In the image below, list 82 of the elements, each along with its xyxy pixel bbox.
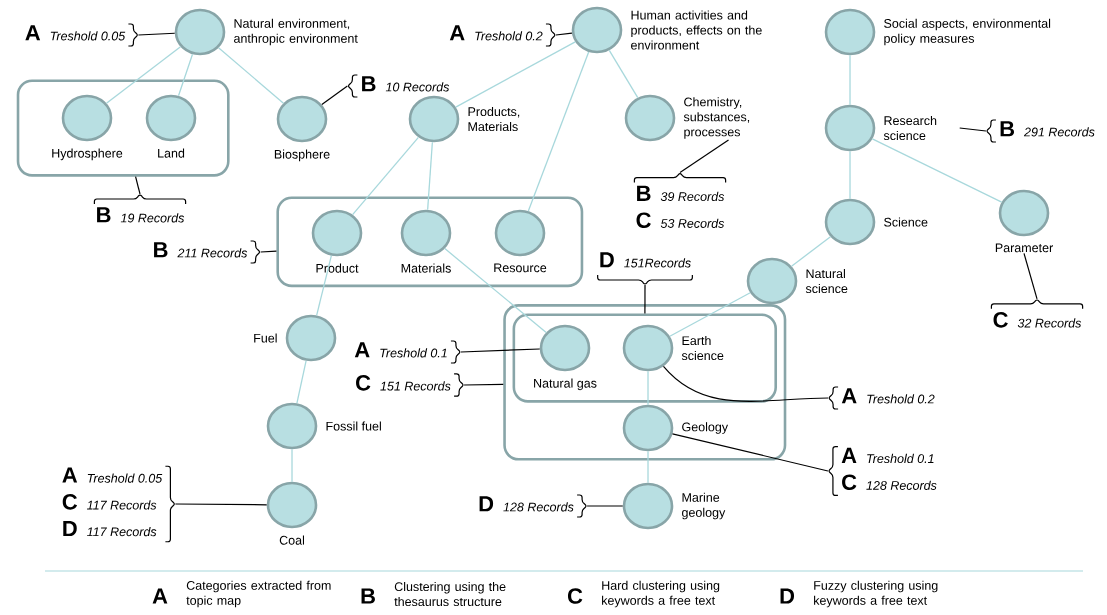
node-label: Natural environment, anthropic environment: [234, 18, 358, 46]
connector-line: [316, 255, 333, 316]
connector-line: [849, 54, 851, 106]
connector-line: [351, 136, 420, 216]
connector-line: [291, 448, 293, 483]
node-label: Materials: [401, 263, 451, 273]
connector-line: [647, 370, 649, 406]
node-label: Resource: [494, 263, 547, 273]
node-label: Fossil fuel: [326, 421, 381, 431]
leader-line: [174, 503, 268, 506]
legend-text: Hard clustering using keywords a free text: [602, 580, 720, 608]
leader-line: [662, 365, 829, 402]
legend-letter: A: [152, 588, 168, 604]
connector-line: [455, 41, 576, 108]
node-label: Geology: [682, 422, 729, 434]
connector-line: [669, 292, 751, 337]
leader-line: [1023, 252, 1038, 300]
annotation: A Treshold 0.2: [841, 388, 935, 404]
group-box: [503, 304, 787, 461]
legend-text: Fuzzy clustering using keywords a free text: [814, 580, 938, 608]
connector-line: [217, 47, 285, 104]
leader-line: [644, 284, 646, 314]
node-label: Biosphere: [274, 149, 330, 162]
node-label: Natural science: [805, 268, 848, 294]
node-label: Research science: [883, 115, 937, 141]
annotation: C 32 Records: [993, 312, 1082, 328]
connector-line: [871, 138, 1003, 203]
node-label: Products, Materials: [468, 106, 520, 132]
group-box: [512, 313, 777, 403]
connector-line: [790, 236, 832, 267]
leader-line: [586, 505, 624, 507]
node-label: Human activities and products, effects on the environment: [631, 10, 762, 50]
group-box: [16, 79, 230, 177]
connector-line: [105, 46, 182, 104]
annotation: A Treshold 0.1 C 128 Records: [841, 447, 937, 490]
annotation: D 151Records: [600, 252, 691, 268]
annotation: B 211 Records: [154, 242, 248, 258]
leader-line: [671, 433, 829, 472]
leader-line: [555, 32, 573, 36]
node-label: Earth science: [681, 335, 724, 361]
connector-line: [527, 51, 590, 212]
annotation: B 10 Records: [362, 76, 450, 92]
node-label: Natural gas: [534, 378, 597, 391]
legend-text: Categories extracted from topic map: [186, 580, 331, 608]
node-label: Chemistry, substances, processes: [683, 97, 750, 139]
node-label: Fuel: [254, 333, 277, 343]
leader-line: [959, 127, 987, 132]
connector-line: [177, 53, 194, 97]
node-label: Social aspects, environmental policy measures: [884, 18, 1051, 46]
node-label: Science: [884, 217, 928, 227]
leader-line: [134, 176, 141, 195]
annotation: A Treshold 0.05 C 117 Records D 117 Records: [62, 467, 163, 537]
connector-line: [608, 49, 639, 99]
node-label: Product: [316, 263, 359, 273]
node-label: Land: [158, 148, 185, 158]
legend-letter: B: [361, 588, 375, 604]
leader-line: [260, 250, 277, 253]
connector-line: [444, 247, 547, 334]
connector-line: [849, 150, 851, 200]
leader-line: [137, 32, 176, 36]
annotation: A Treshold 0.05: [25, 25, 126, 41]
annotation: B 291 Records: [1000, 121, 1095, 137]
node-label: Hydrosphere: [52, 148, 123, 161]
annotation: A Treshold 0.1: [354, 342, 447, 358]
annotation: B 39 Records C 53 Records: [636, 185, 725, 228]
leader-line: [321, 85, 348, 106]
node-label: Parameter: [995, 243, 1053, 253]
annotation: B 19 Records: [97, 207, 185, 223]
leader-line: [679, 139, 730, 174]
node-label: Marine geology: [682, 492, 726, 520]
annotation: C 151 Records: [356, 375, 451, 391]
connector-line: [296, 360, 307, 404]
legend-letter: C: [568, 588, 583, 604]
annotation: A Treshold 0.2: [449, 25, 543, 41]
leader-line: [460, 348, 541, 353]
node-label: Coal: [279, 535, 304, 545]
legend-letter: D: [780, 588, 795, 604]
group-box: [276, 196, 584, 288]
leader-line: [463, 383, 504, 386]
connector-line: [647, 450, 649, 484]
legend-text: Clustering using the thesaurus structure: [394, 581, 506, 607]
annotation: D 128 Records: [479, 496, 574, 512]
